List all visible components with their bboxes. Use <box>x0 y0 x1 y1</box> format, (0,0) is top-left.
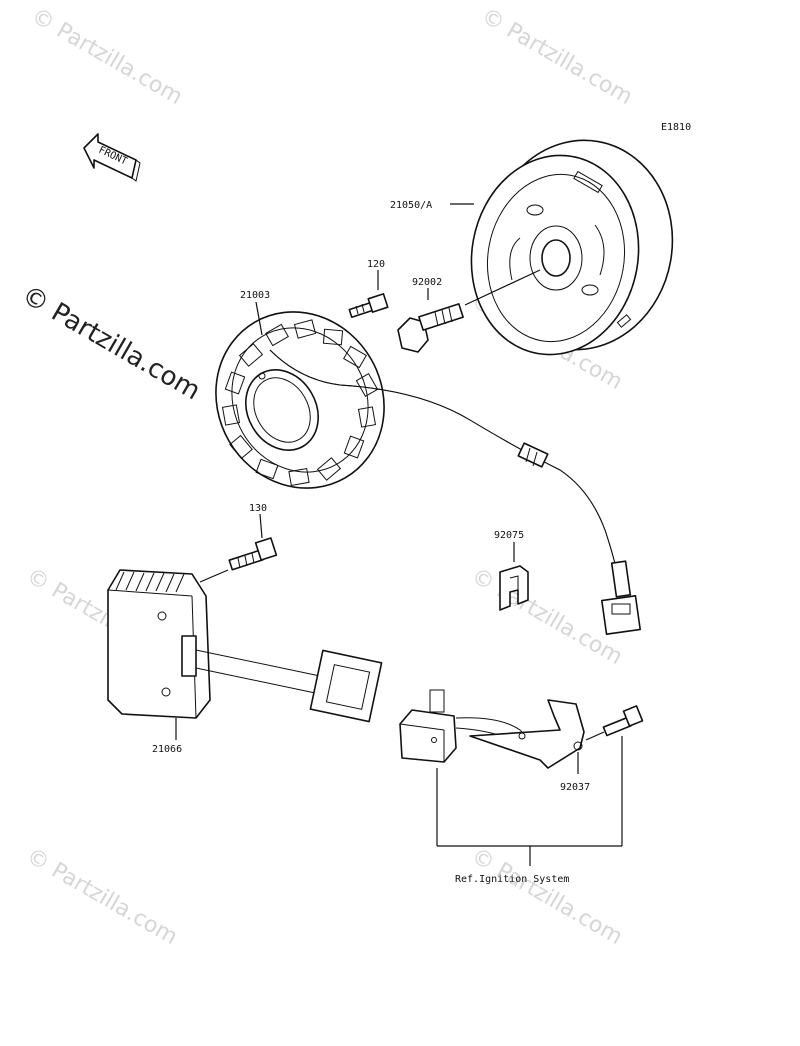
leader-line <box>199 569 229 583</box>
flange-bolt-92002 <box>397 303 464 353</box>
regulator-rectifier <box>107 569 383 723</box>
label-130: 130 <box>249 503 267 514</box>
watermark: © Partzilla.com <box>467 844 627 951</box>
stator-wire-harness <box>269 349 642 636</box>
flywheel-rotor <box>470 139 674 356</box>
ref-ignition-system-label: Ref.Ignition System <box>455 874 569 885</box>
watermark: © Partzilla.com <box>467 564 627 671</box>
bolt-130 <box>228 537 278 571</box>
label-92002: 92002 <box>412 277 442 288</box>
clamp-92075 <box>499 565 529 611</box>
label-120: 120 <box>367 259 385 270</box>
watermark: © Partzilla.com <box>477 4 637 111</box>
screw-120 <box>348 293 389 319</box>
watermark: © Partzilla.com <box>27 4 187 111</box>
label-21066: 21066 <box>152 744 182 755</box>
label-21003: 21003 <box>240 290 270 301</box>
leader-line <box>464 269 541 306</box>
leader-line <box>255 301 263 336</box>
leader-line <box>585 731 605 741</box>
front-arrow-icon: FRONT <box>83 133 141 182</box>
diagram-code: E1810 <box>661 122 691 133</box>
ref-ignition-system-bracket <box>436 736 623 866</box>
stator-coil <box>215 311 385 489</box>
label-92075: 92075 <box>494 530 524 541</box>
pickup-coil-bracket-92037 <box>399 689 585 769</box>
label-21050-a: 21050/A <box>390 200 432 211</box>
label-92037: 92037 <box>560 782 590 793</box>
watermark-large: © Partzilla.com <box>17 280 206 406</box>
watermark: © Partzilla.com <box>22 844 182 951</box>
screw-pickup <box>602 705 644 737</box>
leader-line <box>259 513 263 539</box>
